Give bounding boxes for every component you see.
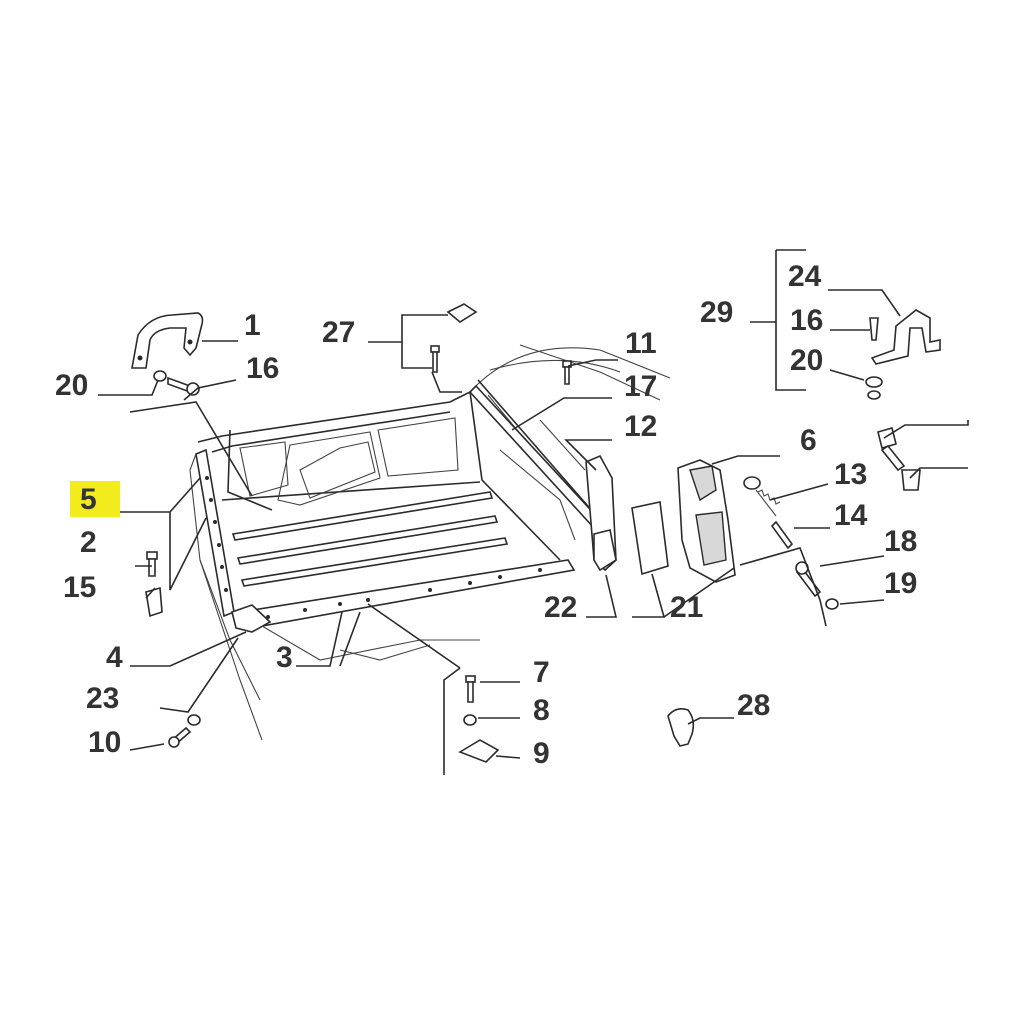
plate-part [446,303,478,323]
callout-2: 2 [80,526,97,559]
callout-20: 20 [790,344,823,377]
callout-16: 16 [246,352,279,385]
cover-plate-part [631,501,669,576]
callout-24: 24 [788,260,822,293]
callout-20: 20 [55,369,88,402]
callout-6: 6 [800,424,817,457]
callout-3: 3 [276,641,293,674]
callout-11: 11 [625,327,657,360]
knob-part [667,708,695,747]
callout-14: 14 [834,499,868,532]
callout-15: 15 [63,571,96,604]
washer-part [153,370,167,382]
leader-lines [98,249,969,775]
callout-19: 19 [884,567,917,600]
tie-down-hook-part [870,309,941,365]
callout-21: 21 [670,591,703,624]
handle-part [131,312,204,369]
callout-5: 5 [80,483,97,516]
callout-7: 7 [533,656,550,689]
callout-9: 9 [533,737,550,770]
callout-18: 18 [884,525,917,558]
callout-27: 27 [322,316,355,349]
callout-10: 10 [88,726,121,759]
callout-22: 22 [544,591,577,624]
callout-17: 17 [624,370,657,403]
callout-8: 8 [533,694,550,727]
callout-16: 16 [790,304,823,337]
callout-28: 28 [737,689,770,722]
callout-13: 13 [834,458,867,491]
callout-5-highlight [70,481,120,517]
pickup-bed-drawing [189,344,671,741]
callout-12: 12 [624,410,657,443]
callout-29: 29 [700,296,733,329]
callout-1: 1 [244,309,261,342]
callout-4: 4 [106,641,123,674]
callout-23: 23 [86,682,119,715]
